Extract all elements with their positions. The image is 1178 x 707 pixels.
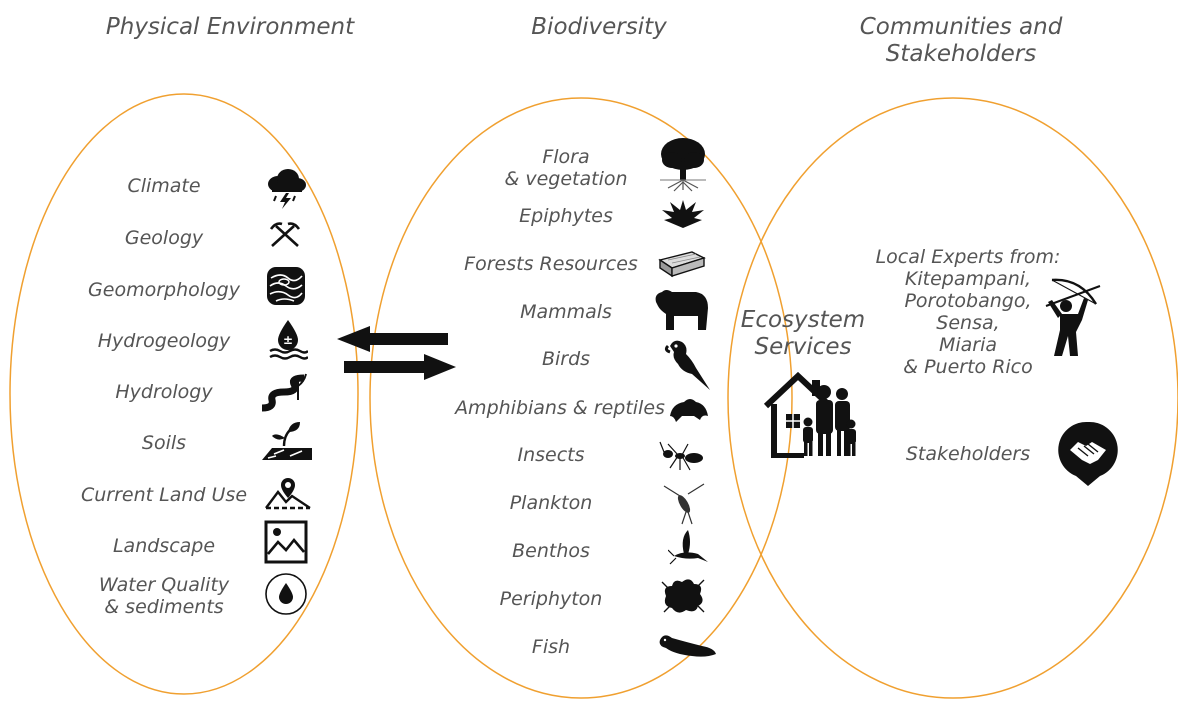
physical-environment-ellipse (9, 93, 359, 695)
communities-ellipse (727, 97, 1178, 699)
algae-icon (661, 579, 705, 613)
benthos-label: Benthos (512, 540, 590, 562)
handshake-pin-icon (1058, 421, 1118, 486)
ant-icon (659, 441, 703, 471)
plankton-label: Plankton (509, 492, 593, 514)
terrain-contour-icon (267, 267, 305, 305)
geomorphology-label: Geomorphology (88, 279, 240, 301)
bromeliad-icon (662, 200, 704, 228)
biodiversity-ellipse (369, 97, 793, 699)
climate-label: Climate (127, 175, 201, 197)
amphibians-label: Amphibians & reptiles (455, 397, 665, 419)
parrot-icon (664, 340, 710, 390)
soils-label: Soils (141, 432, 187, 454)
hydrogeology-label: Hydrogeology (97, 330, 231, 352)
communities-header: Communities and Stakeholders (859, 14, 1063, 67)
river-icon (261, 373, 307, 412)
epiphytes-label: Epiphytes (519, 205, 613, 227)
exchange-arrows-icon (337, 326, 456, 380)
sprout-soil-icon (262, 422, 312, 460)
frog-icon (670, 399, 708, 422)
timber-icon (658, 251, 706, 278)
svg-text:±: ± (283, 333, 293, 347)
water-quality-label: Water Quality & sediments (98, 574, 230, 618)
forests-resources-label: Forests Resources (464, 253, 638, 275)
local-experts-label: Local Experts from: Kitepampani, Porotob… (875, 246, 1061, 378)
tapir-icon (655, 290, 708, 330)
birds-label: Birds (541, 348, 591, 370)
stakeholders-label: Stakeholders (905, 443, 1031, 465)
biodiversity-header: Biodiversity (531, 14, 667, 40)
map-pin-mountains-icon (265, 478, 311, 510)
pickaxes-icon (269, 222, 301, 247)
landscape-label: Landscape (112, 535, 216, 557)
fish-label: Fish (531, 636, 571, 658)
hydrology-label: Hydrology (115, 381, 213, 403)
current-land-use-label: Current Land Use (80, 484, 248, 506)
ecosystem-services-label: Ecosystem Services (740, 307, 866, 360)
periphyton-label: Periphyton (499, 588, 603, 610)
insects-label: Insects (517, 444, 585, 466)
water-drop-circle-icon (265, 573, 307, 615)
archer-icon (1045, 278, 1101, 356)
landscape-picture-icon (264, 520, 308, 564)
physical-environment-header: Physical Environment (105, 14, 355, 40)
family-house-icon (764, 372, 856, 458)
copepod-icon (663, 483, 705, 525)
mayfly-icon (668, 530, 708, 565)
groundwater-drop-icon: ± (269, 320, 308, 360)
fish-icon (659, 635, 716, 657)
geology-label: Geology (124, 227, 204, 249)
storm-cloud-icon (268, 169, 306, 209)
tree-icon (660, 138, 706, 192)
flora-label: Flora & vegetation (504, 146, 628, 190)
mammals-label: Mammals (520, 301, 612, 323)
